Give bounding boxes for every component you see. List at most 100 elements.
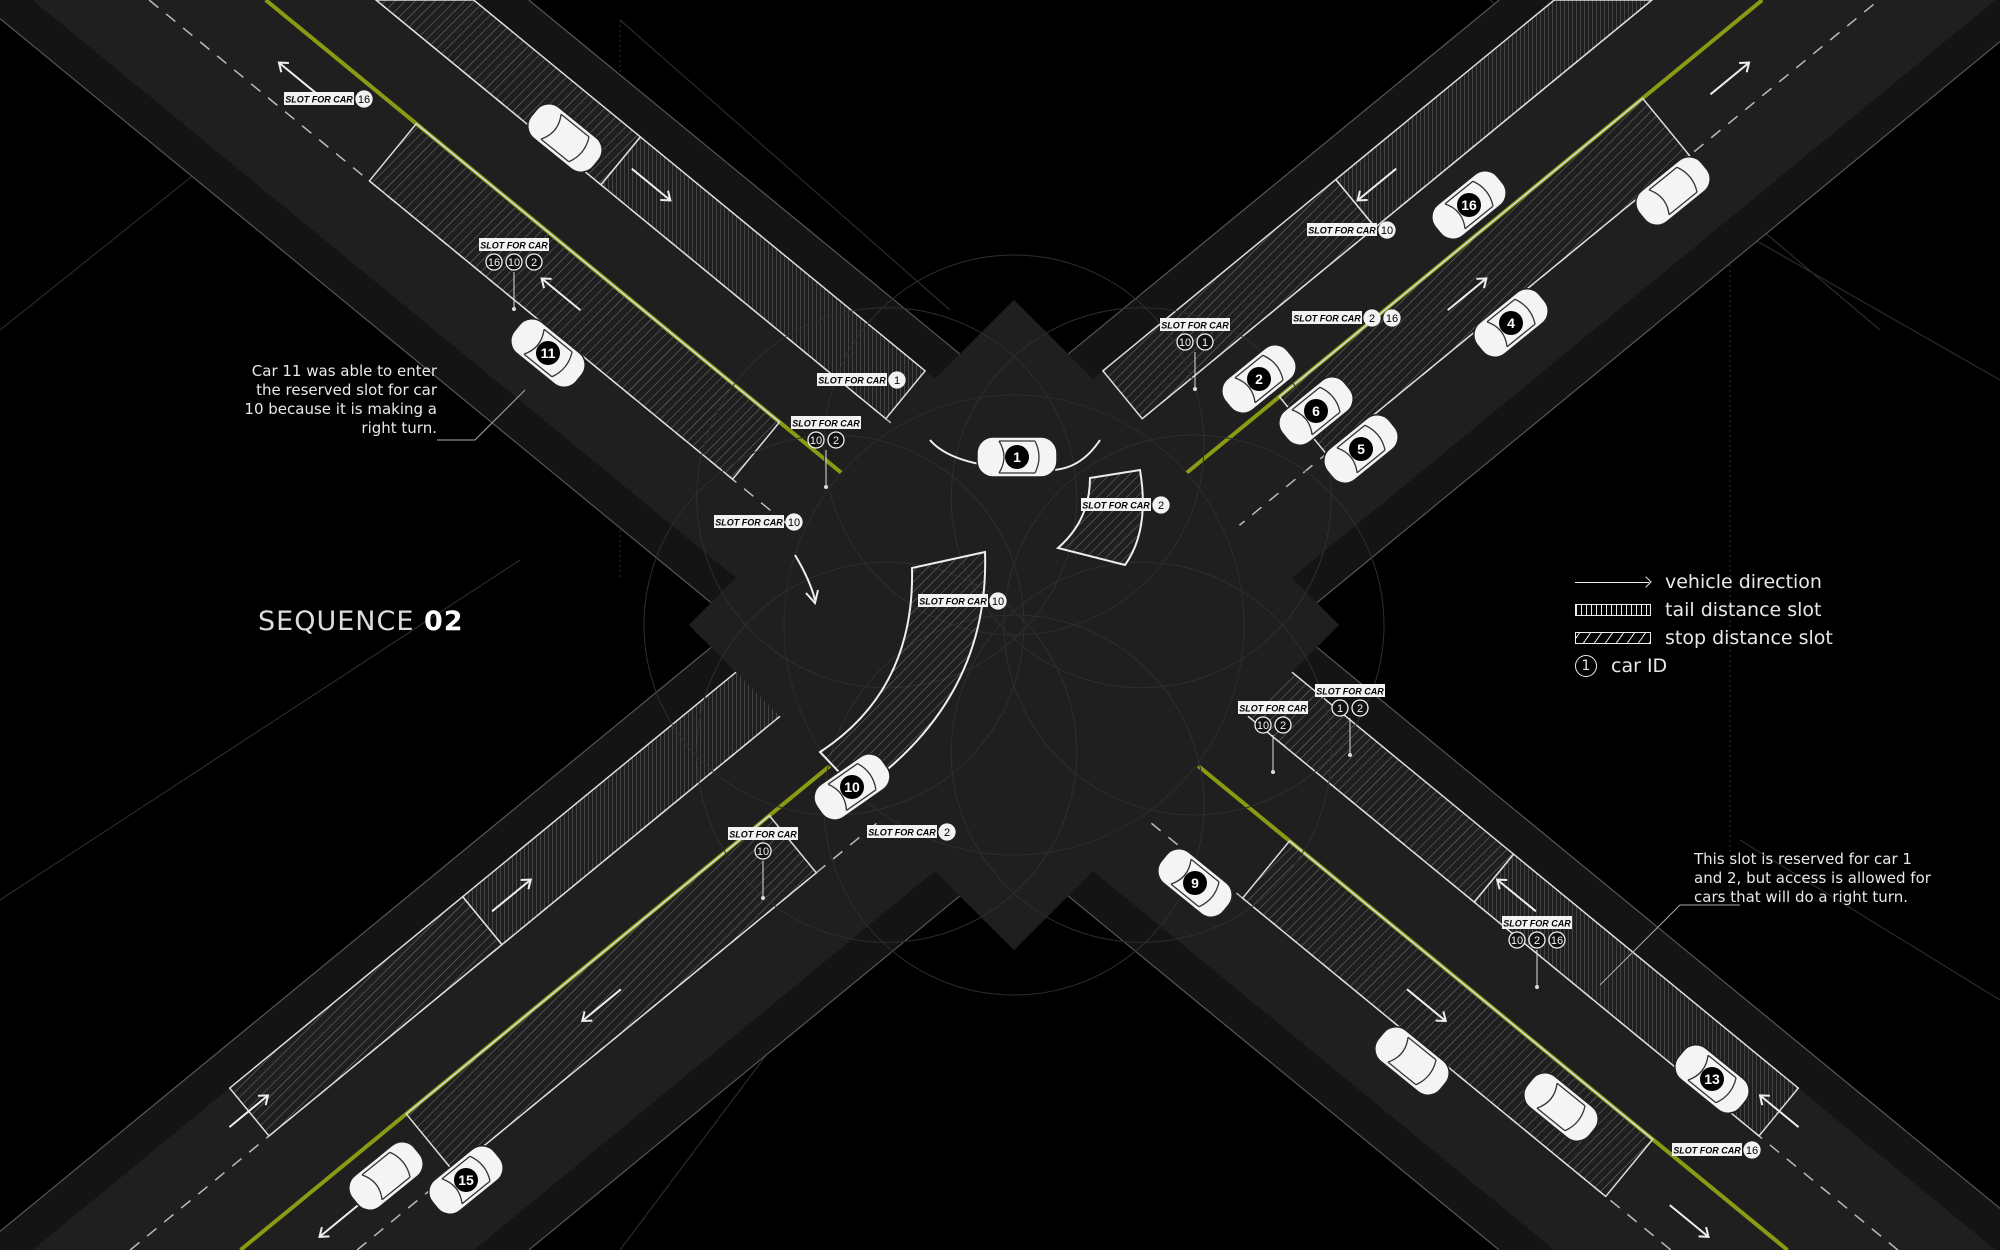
car bbox=[1523, 1072, 1599, 1142]
turning-path-guide bbox=[1003, 434, 1385, 816]
direction-arrow-icon bbox=[1406, 988, 1447, 1023]
car bbox=[1374, 1026, 1450, 1096]
tail-slot-swatch bbox=[1575, 604, 1651, 616]
car-roof-outline bbox=[1486, 298, 1536, 348]
car-id-circle-icon bbox=[1331, 699, 1349, 717]
car-id-label: 9 bbox=[1191, 875, 1199, 891]
car-roof-outline bbox=[361, 1151, 411, 1201]
slot-tag-background bbox=[1238, 701, 1308, 714]
direction-arrow-icon bbox=[540, 277, 581, 311]
car-id-badge bbox=[1349, 437, 1373, 461]
slot-tag-label: SLOT FOR CAR bbox=[1161, 321, 1229, 331]
note-leader-line bbox=[1599, 904, 1740, 986]
car-id-circle-icon bbox=[807, 431, 825, 449]
slot-tag-background bbox=[918, 594, 988, 607]
car-11: 11 bbox=[510, 318, 586, 388]
legend: vehicle direction tail distance slot sto… bbox=[1575, 568, 1833, 680]
slot-tag-car-id: 16 bbox=[1746, 1145, 1758, 1157]
car-id-label: 10 bbox=[844, 779, 860, 795]
car-roof-outline bbox=[441, 1155, 491, 1205]
turning-path-guide bbox=[950, 307, 1332, 689]
car-id-icon: 1 bbox=[1575, 655, 1597, 677]
sequence-prefix: SEQUENCE bbox=[258, 606, 415, 637]
slot-tag-label: SLOT FOR CAR bbox=[1308, 226, 1376, 236]
car-id-circle-icon bbox=[1274, 716, 1292, 734]
direction-arrow-icon bbox=[228, 1094, 270, 1128]
car-id-circle-icon bbox=[1254, 716, 1272, 734]
car-id-label: 2 bbox=[1255, 371, 1263, 387]
car-roof-outline bbox=[1536, 1082, 1586, 1132]
car-9: 9 bbox=[1157, 848, 1233, 918]
slot-tag: SLOT FOR CAR 16 bbox=[284, 90, 373, 108]
note-right-turn-slot: This slot is reserved for car 1 and 2, b… bbox=[1694, 850, 1931, 906]
car-id-label: 4 bbox=[1507, 315, 1515, 331]
slot-tag-background bbox=[1160, 318, 1230, 331]
car-id-circle-icon bbox=[1378, 221, 1396, 239]
slot-tag-label: SLOT FOR CAR bbox=[792, 419, 860, 429]
car-id-label: 5 bbox=[1357, 441, 1365, 457]
car-roof-outline bbox=[998, 440, 1040, 474]
car-2: 2 bbox=[1221, 344, 1297, 414]
car-id-circle-icon bbox=[938, 823, 956, 841]
slot-tag-label: SLOT FOR CAR bbox=[1239, 704, 1307, 714]
car bbox=[1635, 156, 1711, 226]
car-id-label: 6 bbox=[1312, 403, 1320, 419]
slot-tag-pointer-dot bbox=[1348, 753, 1352, 757]
slot-tag-label: SLOT FOR CAR bbox=[715, 518, 783, 528]
turning-path-guide bbox=[696, 561, 1078, 943]
slot-tag-car-id: 2 bbox=[531, 257, 537, 269]
slot-tag-label: SLOT FOR CAR bbox=[919, 597, 987, 607]
car-roof-outline bbox=[1648, 166, 1698, 216]
slot-tag-background bbox=[1672, 1143, 1742, 1156]
car-id-label: 15 bbox=[458, 1172, 474, 1188]
legend-tail-label: tail distance slot bbox=[1665, 599, 1822, 621]
direction-arrow-icon bbox=[1709, 61, 1751, 96]
slot-tag-pointer-dot bbox=[824, 485, 828, 489]
slot-tag-car-id: 10 bbox=[1381, 225, 1393, 237]
car-roof-outline bbox=[827, 762, 877, 811]
car-10: 10 bbox=[813, 753, 891, 821]
slot-tag-car-id: 2 bbox=[1357, 703, 1363, 715]
slot-tag-background bbox=[1307, 223, 1377, 236]
car-id-badge bbox=[1499, 311, 1523, 335]
car-id-label: 13 bbox=[1704, 1071, 1720, 1087]
car-body bbox=[1523, 1072, 1599, 1142]
car-id-circle-icon bbox=[989, 592, 1007, 610]
legend-direction: vehicle direction bbox=[1575, 568, 1833, 596]
right-turn-arrow-icon bbox=[794, 554, 819, 606]
legend-stop: stop distance slot bbox=[1575, 624, 1833, 652]
car-roof-outline bbox=[1687, 1054, 1737, 1104]
slot-tag-car-id: 10 bbox=[508, 257, 520, 269]
car-roof-outline bbox=[1444, 180, 1494, 230]
note-leader-line bbox=[437, 389, 526, 441]
car-roof-outline bbox=[1170, 858, 1220, 908]
slot-tag-label: SLOT FOR CAR bbox=[729, 830, 797, 840]
car bbox=[527, 103, 603, 173]
car-5: 5 bbox=[1323, 414, 1399, 484]
car-id-circle-icon bbox=[785, 513, 803, 531]
slot-tag-car-id: 16 bbox=[358, 94, 370, 106]
tail-distance-slot bbox=[1334, 0, 1654, 229]
slot-tag-car-id: 2 bbox=[1369, 313, 1375, 325]
slot-tag-label: SLOT FOR CAR bbox=[285, 95, 353, 105]
car-body bbox=[527, 103, 603, 173]
car-id-badge bbox=[1304, 399, 1328, 423]
car-id-circle-icon bbox=[1351, 699, 1369, 717]
car-id-label: 11 bbox=[541, 345, 556, 361]
slot-tag-car-id: 10 bbox=[1257, 720, 1269, 732]
direction-arrow-icon bbox=[1447, 277, 1488, 311]
car-id-badge bbox=[536, 341, 560, 365]
car-id-badge bbox=[1700, 1067, 1724, 1091]
car-roof-outline bbox=[523, 328, 573, 378]
car-id-circle-icon bbox=[1383, 309, 1401, 327]
car-id-badge bbox=[840, 775, 864, 799]
car-id-circle-icon bbox=[1363, 309, 1381, 327]
slot-tag-background bbox=[714, 515, 784, 528]
